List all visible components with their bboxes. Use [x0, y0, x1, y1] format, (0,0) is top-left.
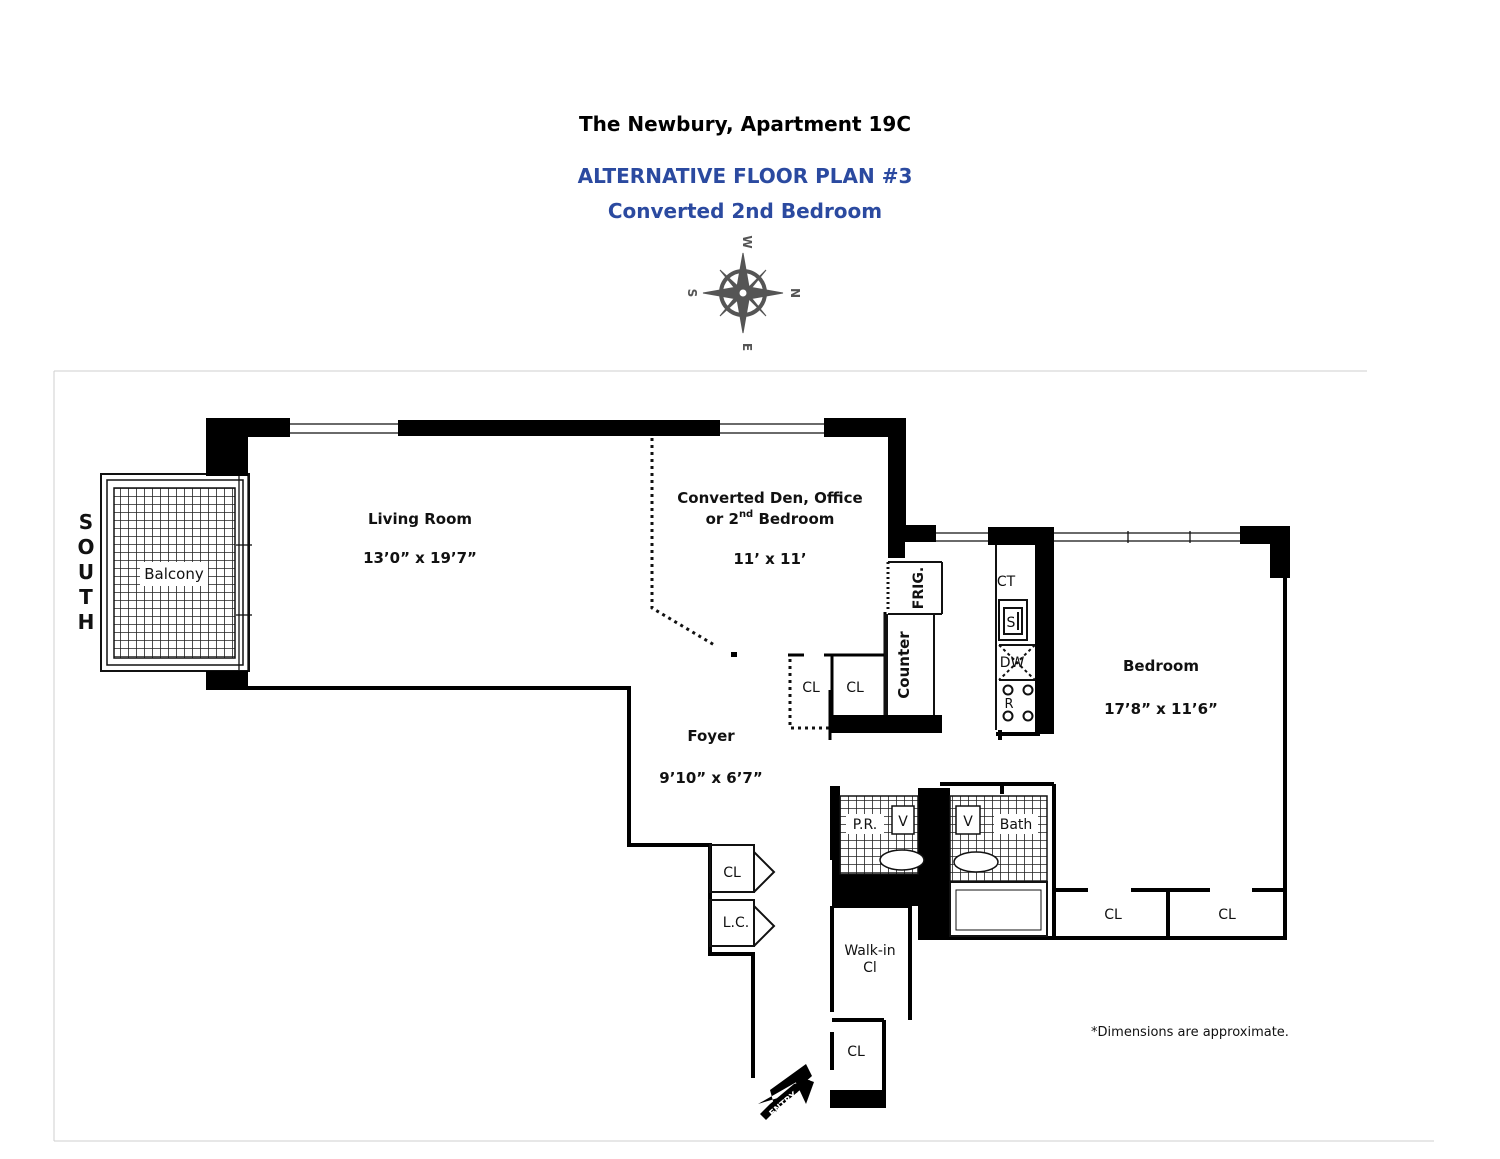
entry-arrow-icon: ENTRY [758, 1064, 814, 1120]
walls [206, 418, 1290, 1108]
closet-label-bedroom-2: CL [1218, 907, 1236, 923]
south-label: S O U T H [77, 510, 94, 634]
svg-text:O: O [77, 535, 94, 559]
compass-n-label: N [788, 288, 802, 298]
compass-w-label: W [740, 235, 754, 248]
compass-s-label: S [685, 289, 699, 298]
frig-label: FRIG. [911, 567, 927, 609]
svg-text:S: S [79, 510, 93, 534]
closet-label-hall: CL [723, 865, 741, 881]
bathroom: V Bath [949, 795, 1048, 937]
linen-closet-label: L.C. [723, 915, 749, 931]
closet-label-bedroom-1: CL [1104, 907, 1122, 923]
foyer-name: Foyer [687, 727, 735, 745]
svg-text:U: U [78, 560, 94, 584]
plan-frame [53, 370, 1434, 1142]
den-line2-b: Bedroom [753, 510, 834, 528]
dw-label: DW [1000, 655, 1025, 671]
counter-label: Counter [895, 631, 913, 699]
svg-text:T: T [79, 585, 93, 609]
sink-label: S [1007, 615, 1016, 631]
closet-label-entry: CL [847, 1044, 865, 1060]
bath-label: Bath [1000, 817, 1033, 833]
den-name-line1: Converted Den, Office [677, 489, 862, 507]
walkin-closet-line2: Cl [863, 960, 877, 976]
windows [236, 423, 1240, 671]
closet-label-foyer-2: CL [846, 680, 864, 696]
bedroom-dims: 17’8” x 11’6” [1104, 700, 1218, 718]
dimensions-note: *Dimensions are approximate. [1091, 1025, 1289, 1040]
compass-e-label: E [740, 343, 754, 351]
balcony-label: Balcony [144, 565, 204, 583]
hall-closets [709, 844, 776, 947]
balcony: Balcony [100, 473, 250, 672]
ct-label: CT [997, 574, 1016, 590]
compass-rose-icon: W E S N [685, 235, 802, 351]
living-room-dims: 13’0” x 19’7” [363, 549, 477, 567]
walkin-closet-line1: Walk-in [844, 943, 895, 959]
den-partition [650, 438, 830, 730]
den-line2-sup: nd [739, 509, 753, 520]
closet-label-foyer-1: CL [802, 680, 820, 696]
den-dims: 11’ x 11’ [733, 550, 806, 568]
plan-caption: Converted 2nd Bedroom [607, 199, 883, 223]
living-room-name: Living Room [368, 510, 472, 528]
powder-room-label: P.R. [853, 817, 877, 833]
powder-room: P.R. V [839, 795, 925, 875]
outline-walls [248, 544, 1287, 1108]
page-title: The Newbury, Apartment 19C [578, 112, 912, 136]
den-line2-a: or 2 [706, 510, 739, 528]
plan-subtitle: ALTERNATIVE FLOOR PLAN #3 [577, 164, 913, 188]
powder-vanity-label: V [898, 814, 908, 830]
kitchen [884, 545, 1036, 730]
range-label: R [1004, 697, 1013, 712]
bath-vanity-label: V [963, 814, 973, 830]
svg-text:H: H [78, 610, 95, 634]
bedroom-name: Bedroom [1123, 657, 1199, 675]
foyer-dims: 9’10” x 6’7” [659, 769, 762, 787]
den-name-line2: or 2nd Bedroom [706, 509, 835, 528]
